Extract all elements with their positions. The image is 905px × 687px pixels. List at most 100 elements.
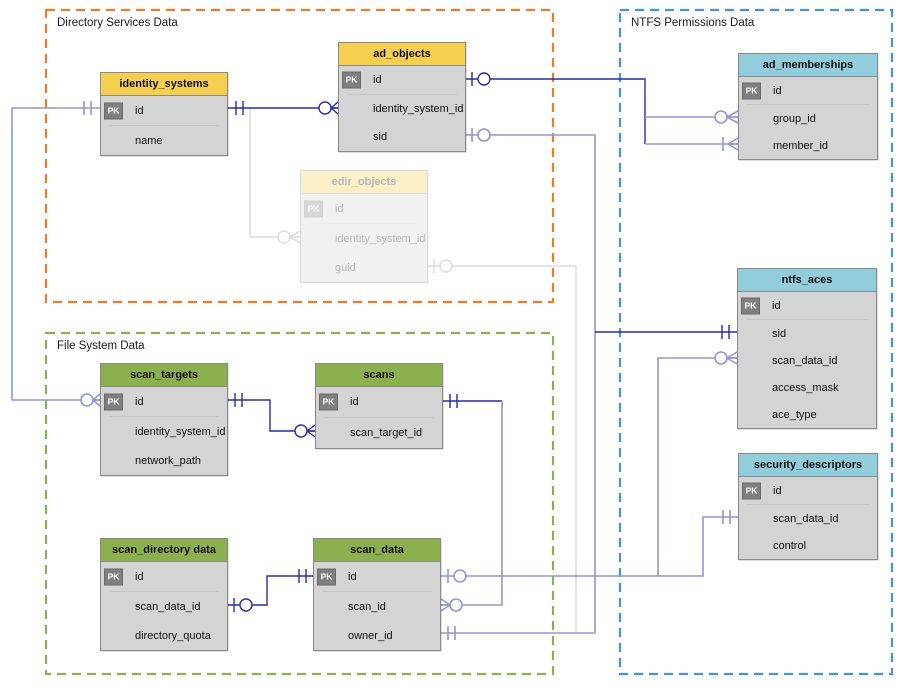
group-label-directory-services: Directory Services Data [57,17,178,29]
field-name: identity_system_id [135,425,226,438]
field-name: scan_data_id [135,600,201,613]
table-ad-objects[interactable]: ad_objects PK id identity_system_id sid [338,42,466,152]
field-name: sid [772,327,787,340]
table-row: PK id [314,562,440,591]
table-security-descriptors[interactable]: security_descriptors PK id scan_data_id … [738,453,878,560]
pk-badge: PK [342,71,361,89]
pk-badge: PK [742,482,761,499]
table-row: PK id [316,387,442,417]
field-name: owner_id [348,629,393,642]
table-row: PK id [739,477,877,504]
connector-ad-objects-ntfs-aces-sid [595,325,737,339]
table-row: scan_data_id [101,592,227,621]
field-name: id [335,202,344,215]
field-name: id [348,570,357,583]
table-row: sid [339,123,465,151]
field-name: scan_id [348,600,386,613]
connector-identity-systems-edir-objects [249,108,301,244]
pk-badge: PK [742,82,761,99]
table-row: scan_id [314,592,440,621]
table-row: identity_system_id [301,224,427,253]
connector-ad-objects-ad-memberships [466,72,739,151]
field-name: id [772,299,781,312]
table-title: ad_memberships [739,54,877,77]
row-separator [746,319,868,320]
table-row: identity_system_id [339,95,465,123]
field-name: id [373,74,382,86]
table-row: PK id [301,194,427,223]
field-name: scan_data_id [773,512,839,525]
group-box-file-system [44,331,555,676]
field-name: name [135,134,163,147]
table-scans[interactable]: scans PK id scan_target_id [315,363,443,449]
field-name: id [135,570,144,583]
table-scan-targets[interactable]: scan_targets PK id identity_system_id ne… [100,363,228,476]
field-name: identity_system_id [335,232,426,245]
row-separator [324,417,434,418]
table-title: scan_targets [101,364,227,387]
table-row: PK id [101,387,227,416]
table-title: identity_systems [101,73,227,96]
connector-ad-objects-scan-data-owner [441,128,596,640]
field-name: identity_system_id [373,103,464,115]
table-ntfs-aces[interactable]: ntfs_aces PK id sid scan_data_id access_… [737,268,877,429]
row-separator [747,104,869,105]
connector-scan-data-ntfs-security [441,351,738,583]
table-identity-systems[interactable]: identity_systems PK id name [100,72,228,156]
table-title: security_descriptors [739,454,877,477]
table-row: network_path [101,446,227,475]
pk-badge: PK [317,568,336,585]
group-box-ntfs-permissions [618,8,894,676]
table-row: PK id [739,77,877,104]
pk-badge: PK [104,393,123,410]
pk-badge: PK [741,297,760,314]
table-scan-data[interactable]: scan_data PK id scan_id owner_id [313,538,441,651]
row-separator [322,591,432,592]
table-row: access_mask [738,374,876,401]
field-name: scan_data_id [772,354,838,367]
connector-identity-systems-scan-targets [11,101,101,407]
table-row: PK id [101,96,227,125]
field-name: id [135,104,144,117]
group-label-file-system: File System Data [57,340,145,352]
row-separator [747,504,869,505]
row-separator [109,125,219,126]
table-title: ad_objects [339,43,465,66]
table-row: member_id [739,132,877,159]
table-row: PK id [339,66,465,94]
row-separator [347,94,457,95]
connector-identity-systems-ad-objects [228,101,339,115]
table-ad-memberships[interactable]: ad_memberships PK id group_id member_id [738,53,878,160]
table-title: scan_data [314,539,440,562]
pk-badge: PK [104,568,123,585]
pk-badge: PK [319,393,338,411]
table-edir-objects[interactable]: edir_objects PK id identity_system_id gu… [300,170,428,283]
table-row: directory_quota [101,621,227,650]
field-name: guid [335,261,356,274]
row-separator [309,223,419,224]
table-row: identity_system_id [101,417,227,446]
field-name: id [350,396,359,408]
field-name: group_id [773,112,816,125]
field-name: sid [373,131,388,143]
group-label-ntfs-permissions: NTFS Permissions Data [631,17,755,29]
table-scan-directory-data[interactable]: scan_directory data PK id scan_data_id d… [100,538,228,651]
table-title: edir_objects [301,171,427,194]
table-title: scan_directory data [101,539,227,562]
table-row: guid [301,253,427,282]
table-row: group_id [739,105,877,132]
connector-scan-directory-data-scan-data [228,569,313,612]
table-row: scan_target_id [316,418,442,448]
table-title: ntfs_aces [738,269,876,292]
field-name: ace_type [772,408,817,421]
table-row: ace_type [738,401,876,428]
pk-badge: PK [304,200,323,217]
row-separator [109,416,219,417]
field-name: id [135,395,144,408]
field-name: id [773,84,782,97]
field-name: scan_target_id [350,427,423,439]
table-row: PK id [738,292,876,319]
table-row: name [101,126,227,155]
connector-scan-targets-scans [228,393,316,438]
